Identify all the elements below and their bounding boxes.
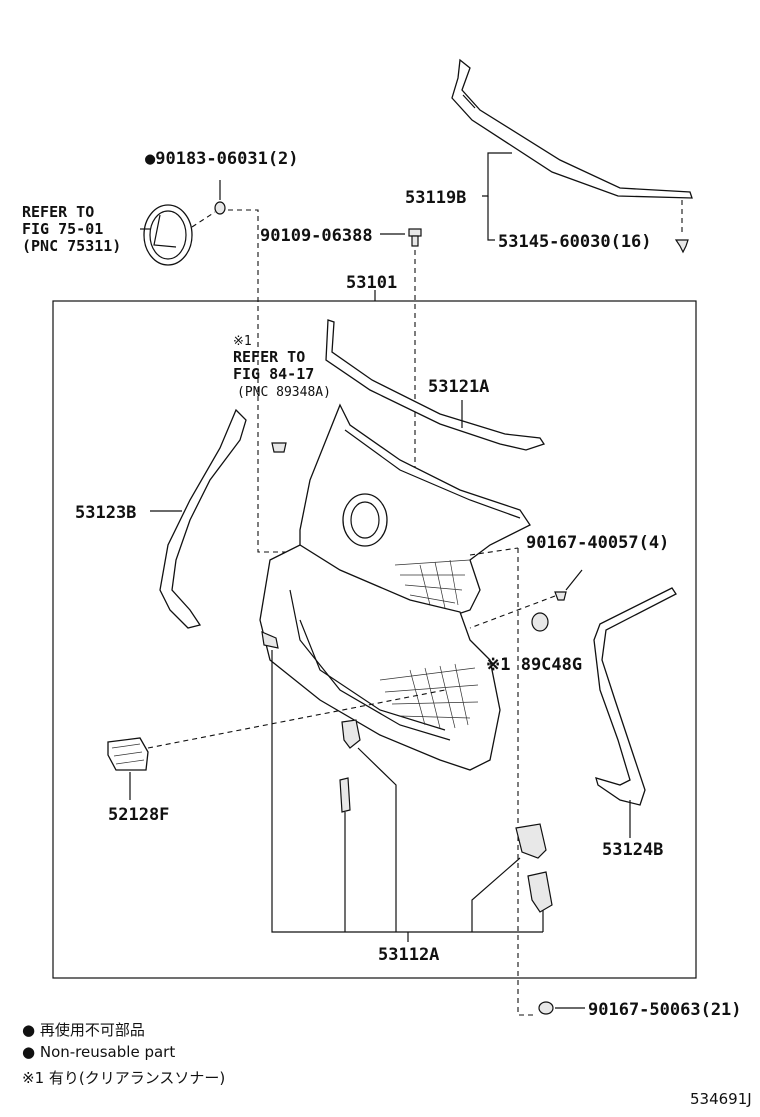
clip-upper-left [271,442,287,453]
grille-assembly [259,403,531,771]
clip-90167a-dash [469,595,556,629]
label-53145: 53145-60030(16) [498,232,652,252]
cover-52128f [107,737,149,771]
nut-90183 [214,180,226,215]
label-52128f: 52128F [108,805,169,825]
emblem-bracket-dash [228,209,300,553]
label-53124b: 53124B [602,840,663,860]
label-89c48g: ※1 89C48G [486,655,582,675]
label-refer1-c: (PNC 75311) [22,237,121,255]
diagram-id: 534691J [690,1090,752,1108]
bracket-right-upper [515,823,547,859]
label-refer2-b: FIG 84-17 [233,365,314,383]
label-53123b: 53123B [75,503,136,523]
molding-53121a [325,319,546,451]
cover-52128f-dash [147,689,446,749]
label-90167b: 90167-50063(21) [588,1000,742,1020]
label-90109: 90109-06388 [260,226,373,246]
molding-53123b [159,408,247,629]
legend-note: ※1 有り(クリアランスソナー) [22,1069,225,1087]
legend-jp: ● 再使用不可部品 [22,1021,145,1039]
bracket-89c48g [531,612,549,632]
molding-53124b [593,587,677,806]
label-refer1-a: REFER TO [22,203,94,221]
molding-leader [482,152,512,197]
emblem-mount [342,493,388,547]
label-53119b: 53119B [405,188,466,208]
label-90183: ●90183-06031(2) [145,149,299,169]
emblem-part [143,204,193,266]
bracket-leaders [271,650,544,942]
clip-90167b [538,1001,554,1015]
bracket-right-lower [527,871,553,913]
label-90167a: 90167-40057(4) [526,533,669,553]
label-refer2-a: REFER TO [233,348,305,366]
molding-53119b [451,58,693,199]
bolt-90109 [408,228,422,247]
legend-en: ● Non-reusable part [22,1043,175,1061]
label-53112a: 53112A [378,945,439,965]
clip-53145 [674,239,689,254]
bracket-left [341,719,361,749]
label-53121a: 53121A [428,377,489,397]
clip-90167a [554,591,567,601]
label-refer1-b: FIG 75-01 [22,220,103,238]
emblem-dash [191,211,216,228]
label-note1: ※1 [233,334,252,349]
bracket-small [339,777,351,813]
label-53101: 53101 [346,273,397,293]
center-dash [517,548,535,1016]
label-refer2-c: (PNC 89348A) [237,385,331,400]
